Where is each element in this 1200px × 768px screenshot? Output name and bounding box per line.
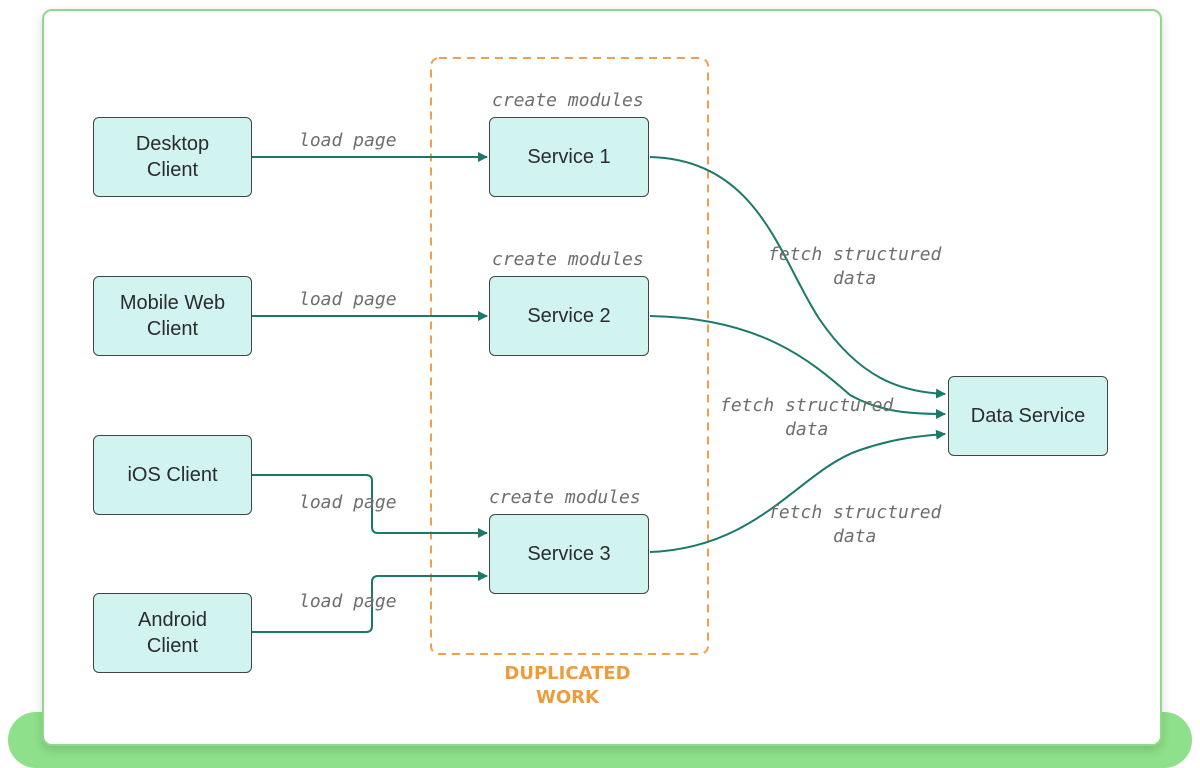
- arrow-service-2-to-data-service: [649, 315, 946, 419]
- load-page-label-desktop: load page: [299, 130, 397, 151]
- desktop-client-node: Desktop Client: [93, 117, 252, 197]
- service-2-label: Service 2: [527, 305, 611, 327]
- mobile-web-client-label: Mobile Web Client: [119, 292, 226, 340]
- create-modules-label-service-3: create modules: [489, 487, 641, 508]
- desktop-client-label: Desktop Client: [135, 133, 210, 181]
- service-1-label: Service 1: [527, 146, 611, 168]
- fetch-structured-data-label-service-1: fetch structured data: [768, 244, 942, 289]
- duplicated-work-boundary: [430, 57, 709, 655]
- arrow-service-3-to-data-service: [649, 429, 946, 553]
- data-service-label: Data Service: [970, 405, 1086, 427]
- android-client-node: Android Client: [93, 593, 252, 673]
- arrow-service-1-to-data-service: [649, 156, 946, 399]
- service-1-node: Service 1: [489, 117, 649, 197]
- load-page-label-ios: load page: [299, 492, 397, 513]
- duplicated-work-label: DUPLICATED WORK: [504, 663, 631, 708]
- service-2-node: Service 2: [489, 276, 649, 356]
- fetch-structured-data-label-service-2: fetch structured data: [720, 395, 894, 440]
- fetch-structured-data-label-service-3: fetch structured data: [768, 502, 942, 547]
- arrow-ios-to-service-3: [252, 474, 488, 538]
- android-client-label: Android Client: [138, 609, 207, 657]
- load-page-label-android: load page: [299, 591, 397, 612]
- arrow-android-to-service-3: [252, 571, 488, 633]
- create-modules-label-service-2: create modules: [492, 249, 644, 270]
- ios-client-node: iOS Client: [93, 435, 252, 515]
- create-modules-label-service-1: create modules: [492, 90, 644, 111]
- mobile-web-client-node: Mobile Web Client: [93, 276, 252, 356]
- ios-client-label: iOS Client: [127, 464, 218, 486]
- service-3-node: Service 3: [489, 514, 649, 594]
- service-3-label: Service 3: [527, 543, 611, 565]
- data-service-node: Data Service: [948, 376, 1108, 456]
- load-page-label-mobile-web: load page: [299, 289, 397, 310]
